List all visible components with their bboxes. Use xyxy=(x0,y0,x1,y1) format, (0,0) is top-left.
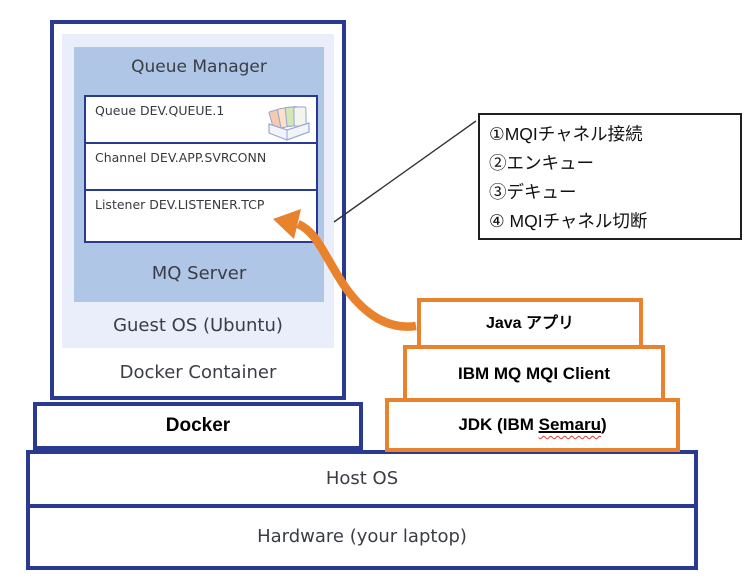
docker-box: Docker xyxy=(33,402,363,450)
annotation-box: ①MQIチャネル接続 ②エンキュー ③デキュー ④ MQIチャネル切断 xyxy=(478,113,742,240)
annotation-connector-line xyxy=(333,120,477,223)
java-app-box: Java アプリ xyxy=(417,298,643,349)
queue-row: Queue DEV.QUEUE.1 xyxy=(86,97,316,144)
listener-row: Listener DEV.LISTENER.TCP xyxy=(86,191,316,241)
guest-os-label: Guest OS (Ubuntu) xyxy=(113,315,283,336)
card-file-box-icon xyxy=(268,106,310,141)
annotation-line-1: ①MQIチャネル接続 xyxy=(489,124,643,144)
queue-manager-box: Queue DEV.QUEUE.1 Channel DEV.APP.SVRCON… xyxy=(84,95,318,243)
docker-container-label: Docker Container xyxy=(119,362,277,383)
host-os-box: Host OS xyxy=(26,450,698,508)
annotation-line-4: ④ MQIチャネル切断 xyxy=(489,211,648,231)
jdk-label-prefix: JDK (IBM xyxy=(458,415,539,434)
queue-manager-label: Queue Manager xyxy=(131,57,267,77)
queue-row-label: Queue DEV.QUEUE.1 xyxy=(95,103,225,118)
annotation-line-3: ③デキュー xyxy=(489,182,577,202)
channel-row-label: Channel DEV.APP.SVRCONN xyxy=(95,150,267,165)
channel-row: Channel DEV.APP.SVRCONN xyxy=(86,144,316,191)
listener-row-label: Listener DEV.LISTENER.TCP xyxy=(95,197,265,212)
mqi-client-box: IBM MQ MQI Client xyxy=(403,345,665,402)
jdk-label-suffix: ) xyxy=(600,415,607,434)
annotation-line-2: ②エンキュー xyxy=(489,153,594,173)
jdk-box: JDK (IBM Semaru) xyxy=(385,398,680,452)
hardware-box: Hardware (your laptop) xyxy=(26,504,698,570)
jdk-label-semaru: Semaru xyxy=(538,415,601,434)
mq-server-label: MQ Server xyxy=(151,263,247,284)
